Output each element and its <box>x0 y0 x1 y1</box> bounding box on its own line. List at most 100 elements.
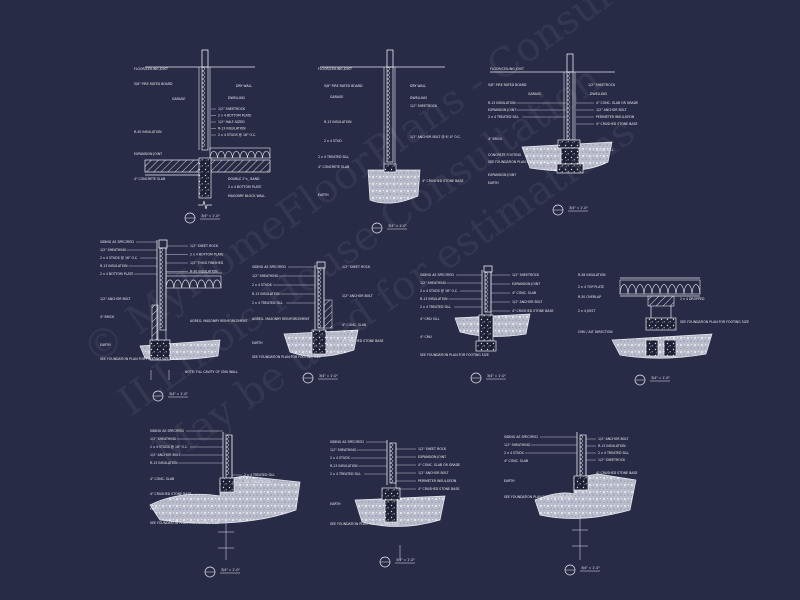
callout-label: DRY WALL <box>236 84 252 88</box>
callout-label: SIDING AS SPECIFIED <box>504 435 538 439</box>
callout-label: FLOOR/CEILING JOIST <box>490 67 524 71</box>
scale-note: 3/4" = 1'-0" <box>201 214 220 218</box>
callout-label: CMU / ALT DIRECTION <box>578 330 613 334</box>
top-plate <box>201 49 209 68</box>
callout-label: 2 x 4 DROPPED <box>680 297 705 301</box>
callout-label: 2 x 4 TREATED SILL <box>488 115 519 119</box>
scale-note: 3/4" = 1'-0" <box>396 558 415 562</box>
callout-label: EARTH <box>318 193 329 197</box>
callout-label: 2 x 4 BOTTOM PLATE <box>100 272 133 276</box>
scale-note: 3/4" = 1'-0" <box>169 392 188 396</box>
callout-label: 1/2" SHEET ROCK <box>190 244 219 248</box>
callout-label: R-30 INSULATION <box>134 130 162 134</box>
callout-label: R-13 INSULATION <box>598 444 626 448</box>
callout-label: EARTH <box>504 479 515 483</box>
callout-label: 1/2" ANCHOR BOLT <box>512 300 543 304</box>
callout-label: 2 x 4 STUDS @ 16" O.C. <box>420 289 458 293</box>
callout-label: PERIMETER INSULATION <box>418 479 457 483</box>
wall-insulation <box>386 66 394 163</box>
insulation-batt <box>165 275 222 289</box>
callout-label: 2 x 4 STUDS <box>252 283 272 287</box>
callout-label: SEE FOUNDATION PLAN FOR FOOTING SIZE <box>680 320 749 324</box>
callout-label: 1/2" ANCHOR BOLT <box>100 297 131 301</box>
scale-note: 3/4" = 1'-0" <box>388 224 407 228</box>
callout-label: 4" CONCRETE SLAB <box>134 177 165 181</box>
callout-label: 1/2" THICK FINISHED <box>190 261 224 265</box>
callout-label: 1/2" ANCHOR BOLT <box>596 108 627 112</box>
scale-note: 3/4" = 1'-0" <box>221 568 240 572</box>
pier-right <box>663 339 677 357</box>
callout-label: 4" CONC. SLAB <box>150 477 174 481</box>
pier-left <box>645 339 659 357</box>
callout-label: 4" CONC. SLAB <box>504 459 528 463</box>
callout-label: SIDING AS SPECIFIED <box>420 273 454 277</box>
callout-label: 1/2" SHEATHING <box>100 248 127 252</box>
callout-label: 5/8" FIRE RATED BOARD <box>488 83 527 87</box>
callout-label: NOTE: FILL CAVITY OF CMU WALL <box>185 370 238 374</box>
callout-label: 2 x 4 BOTTOM PLATE <box>190 253 223 257</box>
callout-label: 2 x 4 TOP PLATE <box>578 285 604 289</box>
callout-label: 4" CRUSHED STONE BASE <box>422 179 463 183</box>
slab-edge <box>219 477 235 493</box>
callout-label: EARTH <box>100 343 111 347</box>
treated-sill <box>383 163 397 173</box>
callout-label: 4" BRICK <box>488 137 503 141</box>
callout-label: MASONRY BLOCK WALL <box>228 194 265 198</box>
masonry-block-wall <box>198 157 212 199</box>
concrete-footing <box>556 163 584 174</box>
callout-label: GARAGE <box>330 95 343 99</box>
callout-label: 4" CRUSHED STONE BASE <box>512 309 553 313</box>
callout-label: FLOOR/CEILING JOIST <box>134 67 168 71</box>
callout-label: DWELLING <box>410 96 427 100</box>
callout-label: 2 x 4 TREATED SILL <box>330 472 361 476</box>
callout-label: 1/2" SHEATHING <box>504 443 531 447</box>
concrete-sill <box>557 139 581 149</box>
callout-label: EARTH <box>330 502 341 506</box>
cmu-cap <box>645 317 677 331</box>
callout-label: 4" CRUSHED STONE BASE <box>596 122 637 126</box>
wall-insulation <box>201 66 209 151</box>
callout-label: EXPANSION JOINT <box>418 455 446 459</box>
crushed-stone-base <box>367 169 421 204</box>
top-plate <box>566 53 574 73</box>
brick-veneer <box>151 304 159 344</box>
callout-label: 1/2" ANCHOR BOLT <box>598 437 629 441</box>
callout-label: R-13 INSULATION <box>488 101 516 105</box>
callout-label: 2 x 4 JOIST <box>578 309 595 313</box>
callout-label: 1/2" SHEATHING <box>420 281 447 285</box>
foundation-wall <box>384 499 398 523</box>
callout-label: 4" CMU SILL <box>420 317 440 321</box>
detail-d6: SIDING AS SPECIFIED 1/2" SHEATHING 2 x 4 S… <box>420 265 553 384</box>
callout-label: 2 x 4 STUDS @ 16" O.C. <box>150 445 188 449</box>
callout-label: 1/2" SHEETROCK <box>588 83 616 87</box>
callout-label: EXPANSION JOINT <box>134 152 162 156</box>
callout-label: 2 x 4 BOTTOM PLATE <box>228 185 261 189</box>
callout-label: AGREG. MASONRY REINFORCEMENT <box>252 317 309 321</box>
callout-label: EARTH <box>252 341 263 345</box>
callout-label: R-13 INSULATION <box>324 120 352 124</box>
callout-label: 4" CONC. SLAB OR GRADE <box>418 463 460 467</box>
callout-label: 4" CMU <box>420 335 432 339</box>
top-plate <box>386 49 394 68</box>
callout-label: R-13 INSULATION <box>218 127 246 131</box>
callout-label: SEE FOUNDATION PLAN FOR FOOTING SIZE <box>252 355 321 359</box>
callout-label: 5/8" FIRE RATED BOARD <box>324 84 363 88</box>
detail-d3: FLOOR/CEILING JOIST 5/8" FIRE RATED BOARD… <box>488 53 638 216</box>
callout-label: 2 x 4 STUDS <box>330 456 350 460</box>
callout-label: DWELLING <box>228 96 245 100</box>
callout-label: 4" CONC. SLAB <box>342 323 366 327</box>
callout-label: R-13 INSULATION <box>330 464 358 468</box>
callout-label: SIDING AS SPECIFIED <box>100 240 134 244</box>
callout-label: 1/2" HALF-SIZED <box>218 120 245 124</box>
concrete-footing <box>149 339 171 361</box>
concrete-sill <box>381 487 401 501</box>
callout-label: 4" CRUSHED STONE BASE <box>150 492 191 496</box>
callout-label: GARAGE <box>528 92 541 96</box>
callout-label: 2 x 4 TREATED SILL <box>244 473 275 477</box>
